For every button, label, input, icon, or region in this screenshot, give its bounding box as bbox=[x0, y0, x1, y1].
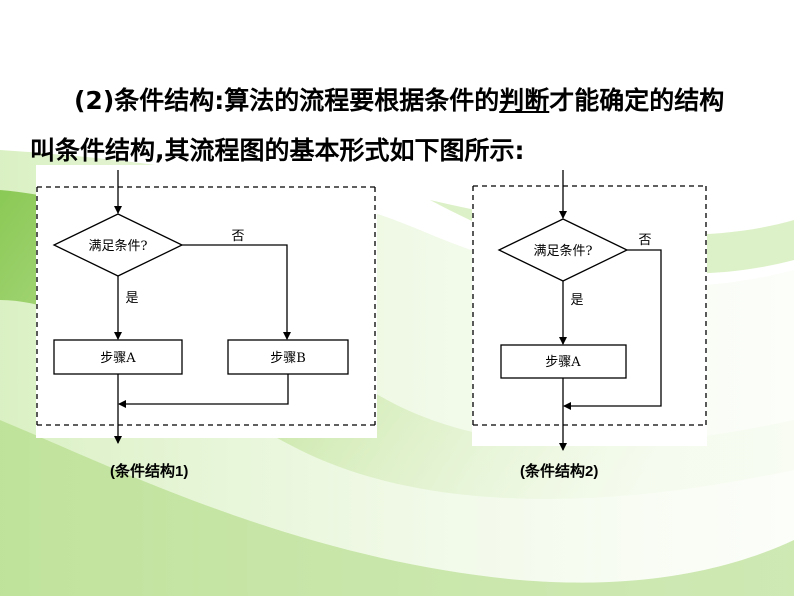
flowchart-1-merge-line bbox=[118, 374, 289, 408]
flowchart-1-no-label: 否 bbox=[231, 229, 244, 244]
flowchart-1-condition-text: 满足条件? bbox=[89, 238, 148, 254]
flowchart-1-step-a-box bbox=[53, 339, 183, 375]
flowchart-1-step-b-box bbox=[227, 339, 349, 375]
heading-line-1: (2)条件结构:算法的流程要根据条件的判断才能确定的结构 bbox=[30, 76, 770, 126]
flowchart-1-no-branch-line bbox=[182, 244, 291, 340]
flowchart-1-step-b-text: 步骤B bbox=[270, 351, 306, 366]
heading-line-1-post: 才能确定的结构 bbox=[549, 86, 725, 115]
flowchart-1-step-a-text: 步骤A bbox=[100, 351, 136, 366]
flowchart-1-panel bbox=[36, 165, 377, 438]
heading-line-1-pre: (2)条件结构:算法的流程要根据条件的 bbox=[74, 86, 500, 115]
flowchart-2-caption: (条件结构2) bbox=[520, 463, 599, 480]
flowchart-2-condition-text: 满足条件? bbox=[534, 243, 593, 259]
heading-line-2: 叫条件结构,其流程图的基本形式如下图所示: bbox=[30, 136, 525, 165]
flowchart-2-yes-label: 是 bbox=[570, 293, 583, 308]
flowchart-2-step-a-box bbox=[500, 344, 627, 379]
flowchart-1-yes-label: 是 bbox=[125, 291, 138, 306]
heading-paragraph: (2)条件结构:算法的流程要根据条件的判断才能确定的结构 叫条件结构,其流程图的… bbox=[30, 76, 770, 176]
flowchart-2-no-branch-line bbox=[563, 249, 662, 410]
flowchart-2-step-a-text: 步骤A bbox=[545, 355, 581, 370]
flowchart-2-no-label: 否 bbox=[638, 233, 651, 248]
flowchart-2-panel bbox=[472, 165, 707, 446]
heading-underlined-word: 判断 bbox=[499, 86, 550, 115]
flowchart-1-caption: (条件结构1) bbox=[110, 463, 189, 480]
